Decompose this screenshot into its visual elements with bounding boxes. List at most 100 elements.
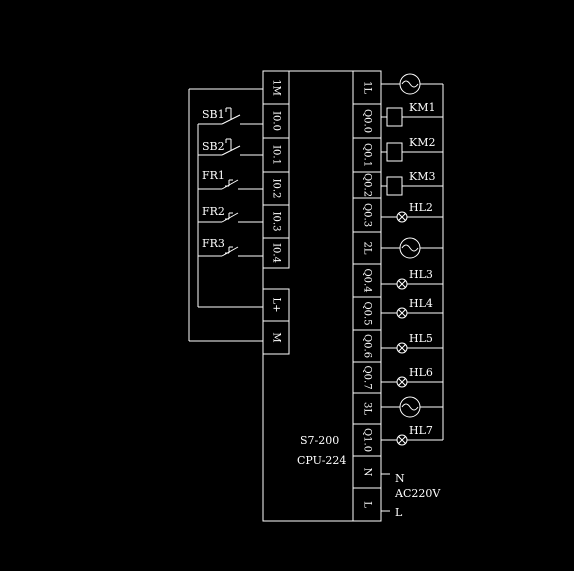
output-label: HL2: [409, 201, 433, 214]
terminal-n: N: [352, 455, 382, 489]
terminal-label: I0.3: [271, 212, 282, 232]
terminal-label: I0.1: [271, 145, 282, 165]
wire: [398, 213, 406, 221]
output-label: HL3: [409, 268, 433, 281]
input-label: SB1: [202, 108, 225, 121]
terminal-q0-7: Q0.7: [352, 361, 382, 394]
terminal-label: M: [271, 332, 282, 342]
terminal-i0-4: I0.4: [262, 237, 290, 269]
terminal-label: I0.4: [271, 243, 282, 263]
ac-source: [381, 396, 443, 418]
output-terminal-strip: 1L Q0.0Q0.1Q0.2Q0.3 2L Q0.4Q0.5Q0.6Q0.7 3L Q1…: [352, 70, 382, 522]
terminal-label: Q0.1: [362, 143, 373, 167]
terminal-box: [262, 320, 290, 355]
ac-wave: [401, 244, 419, 252]
supply-voltage-label: AC220V: [394, 487, 441, 500]
terminal-3l: 3L: [352, 392, 382, 425]
terminal-label: 2L: [362, 241, 373, 254]
output-hl2: HL2: [381, 201, 443, 223]
output-km1: KM1: [381, 101, 443, 127]
input-fr1: FR1: [198, 169, 263, 190]
output-label: KM2: [409, 136, 435, 149]
input-sb1: SB1: [198, 107, 263, 125]
coil-box: [386, 176, 403, 196]
terminal-q1-0: Q1.0: [352, 423, 382, 457]
terminal-2l: 2L: [352, 231, 382, 265]
terminal-m: M: [262, 320, 290, 355]
ac-wave: [401, 80, 419, 88]
output-label: HL5: [409, 332, 433, 345]
terminal-1l: 1L: [352, 70, 382, 105]
terminal-q0-0: Q0.0: [352, 103, 382, 139]
coil-box: [386, 142, 403, 162]
input-label: FR3: [202, 237, 225, 250]
wire: [221, 179, 239, 190]
terminal-q0-2: Q0.2: [352, 171, 382, 199]
output-label: HL7: [409, 424, 433, 437]
wire: [398, 344, 406, 352]
supply-l-label: L: [395, 506, 403, 519]
terminal-label: Q0.3: [362, 203, 373, 227]
terminal-label: 1M: [271, 79, 282, 96]
ac-source: [381, 73, 443, 95]
supply-n-label: N: [395, 472, 405, 485]
terminal-q0-3: Q0.3: [352, 197, 382, 233]
ac-wave: [401, 403, 419, 411]
terminal-l-plus: L+: [262, 288, 290, 322]
terminal-q0-5: Q0.5: [352, 296, 382, 331]
wire: [398, 436, 406, 444]
terminal-label: N: [362, 468, 373, 477]
terminal-label: Q0.5: [362, 301, 373, 325]
terminal-label: Q0.2: [362, 173, 373, 197]
terminal-box: [262, 237, 290, 269]
terminal-i0-2: I0.2: [262, 171, 290, 206]
terminal-q0-4: Q0.4: [352, 263, 382, 298]
input-sb2: SB2: [198, 138, 263, 156]
terminal-label: Q0.4: [362, 268, 373, 292]
power-terminal-strip: L+ M: [262, 288, 290, 355]
output-km2: KM2: [381, 136, 443, 162]
terminal-q0-6: Q0.6: [352, 329, 382, 363]
input-label: FR2: [202, 205, 225, 218]
wire: [221, 246, 239, 257]
terminal-1m: 1M: [262, 70, 290, 105]
terminal-label: 3L: [362, 402, 373, 415]
output-hl6: HL6: [381, 366, 443, 388]
terminal-label: L+: [271, 297, 282, 312]
wire: [398, 280, 406, 288]
terminal-i0-1: I0.1: [262, 137, 290, 173]
input-terminal-strip: 1M I0.0I0.1I0.2I0.3I0.4: [262, 70, 290, 269]
output-km3: KM3: [381, 170, 443, 196]
output-hl7: HL7: [381, 424, 443, 446]
terminal-q0-1: Q0.1: [352, 137, 382, 173]
terminal-label: I0.2: [271, 179, 282, 199]
wire: [221, 212, 239, 223]
terminal-label: L: [362, 501, 373, 508]
output-label: HL4: [409, 297, 433, 310]
terminal-i0-3: I0.3: [262, 204, 290, 239]
input-fr2: FR2: [198, 205, 263, 223]
coil-box: [386, 107, 403, 127]
output-label: KM3: [409, 170, 435, 183]
terminal-label: Q1.0: [362, 428, 373, 452]
terminal-box: [352, 487, 382, 522]
terminal-label: 1L: [362, 81, 373, 94]
terminal-label: Q0.0: [362, 109, 373, 133]
wire: [398, 378, 406, 386]
output-label: KM1: [409, 101, 435, 114]
terminal-i0-0: I0.0: [262, 103, 290, 139]
input-fr3: FR3: [198, 237, 263, 257]
terminal-label: I0.0: [271, 111, 282, 131]
output-label: HL6: [409, 366, 433, 379]
plc-cpu-label: CPU-224: [297, 454, 346, 467]
terminal-l: L: [352, 487, 382, 522]
input-label: FR1: [202, 169, 225, 182]
output-hl4: HL4: [381, 297, 443, 319]
input-label: SB2: [202, 140, 225, 153]
wire: [398, 309, 406, 317]
ac-source: [381, 237, 443, 259]
plc-model-label: S7-200: [300, 434, 339, 447]
terminal-label: Q0.6: [362, 334, 373, 358]
